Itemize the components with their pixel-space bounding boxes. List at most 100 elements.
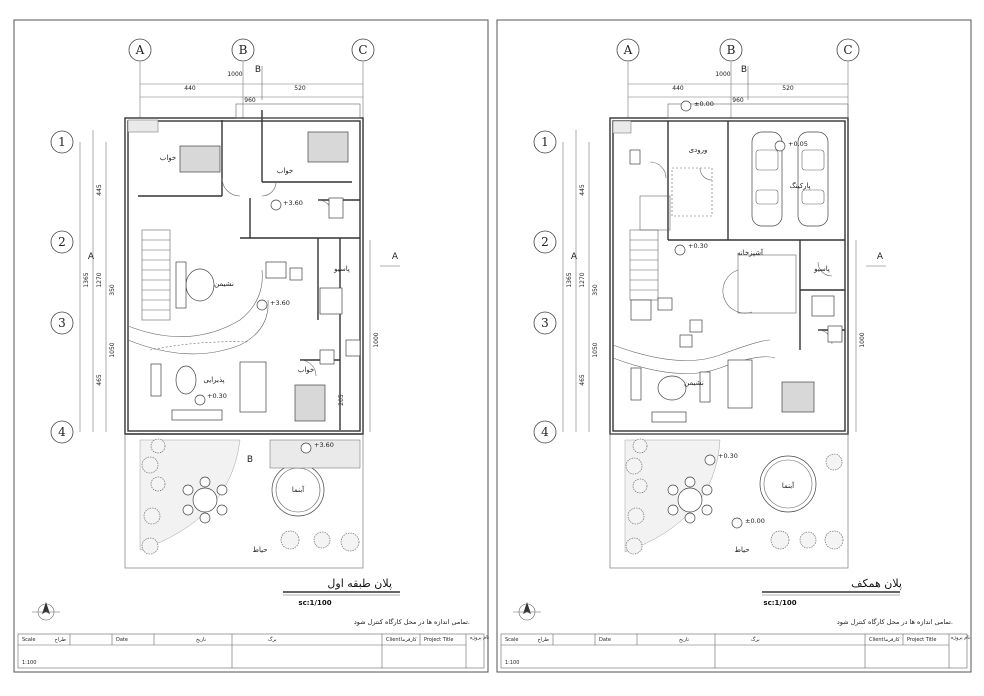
- bed-1: [179, 145, 221, 173]
- grid-columns: A B C: [616, 38, 860, 62]
- plan-title: پلان طبقه اول: [327, 577, 392, 590]
- room-pool: آبنما: [782, 481, 795, 490]
- grid-col-b: B: [239, 43, 248, 57]
- tb-employer: کارفرما: [884, 637, 900, 643]
- level-marks: ±0.00 +0.05 +0.30 +0.30 ±0.00: [674, 100, 808, 529]
- dim-left: 440: [672, 85, 684, 92]
- right-dimensions: 1000 205: [338, 240, 380, 432]
- section-markers: B B A A: [88, 65, 400, 465]
- dim-left: 440: [184, 85, 196, 92]
- level-1: ±0.00: [694, 100, 714, 108]
- building-walls: [609, 103, 849, 569]
- dim-right: 520: [294, 85, 306, 92]
- level-marks: +3.60 +3.60 +0.30 +3.60: [194, 199, 334, 454]
- right-dimensions: 1000: [855, 240, 866, 432]
- grid-row-3: 3: [58, 316, 66, 330]
- section-markers: B A A: [571, 65, 886, 267]
- top-dimensions: 1000 440 520 960: [627, 62, 849, 118]
- grid-row-1: 1: [58, 135, 66, 149]
- section-b-top: B: [741, 65, 747, 75]
- level-2: +3.60: [270, 299, 290, 307]
- room-lobby: پاسیو: [333, 265, 350, 273]
- dim-left-lower: 1050: [109, 342, 116, 357]
- furniture: [150, 131, 361, 422]
- sheet-first-floor: A B C 1 2 3 4 1000 440 520 960: [13, 19, 489, 673]
- room-pool: آبنما: [292, 485, 305, 494]
- drawing-title: پلان همکف sc:1/100 تمامی اندازه ها در مح…: [762, 577, 953, 626]
- grid-col-c: C: [358, 43, 367, 57]
- dim-left-overall: 1365: [566, 272, 573, 287]
- plan-scale: sc:1/100: [763, 599, 796, 607]
- room-kitchen: آشپزخانه: [737, 248, 764, 257]
- level-4: +3.60: [314, 441, 334, 449]
- room-entry: ورودی: [689, 146, 708, 154]
- car-2: [797, 131, 829, 227]
- tb-designer: طراح: [55, 637, 66, 643]
- level-3: +0.30: [207, 392, 227, 400]
- tb-project-fa: نام پروژه: [470, 635, 489, 641]
- dim-left-mid: 350: [109, 284, 116, 296]
- grid-row-2: 2: [58, 235, 66, 249]
- dim-left-overall: 1365: [83, 272, 90, 287]
- top-dimensions: 1000 440 520 960: [139, 62, 364, 118]
- tb-project-fa: نام پروژه: [951, 635, 970, 641]
- left-dimensions: 1365 1270 350 445 465 1050: [562, 130, 599, 432]
- tb-scale-value: 1:100: [22, 660, 36, 666]
- yard: [624, 438, 844, 555]
- grid-col-a: A: [623, 43, 633, 57]
- title-block: Scale طراح Date تاریخ برگ Client کارفرما…: [17, 633, 489, 669]
- grid-rows: 1 2 3 4: [50, 130, 74, 444]
- room-labels: خواب خواب نشیمن پاسیو پذیرایی خواب آبنما…: [160, 154, 350, 554]
- tb-client: Client: [869, 637, 884, 643]
- dim-left-upper: 1270: [96, 272, 103, 287]
- grid-col-c: C: [843, 43, 852, 57]
- grid-rows: 1 2 3 4: [533, 130, 557, 444]
- dining-table: [239, 361, 267, 413]
- dim-inner: 960: [732, 97, 744, 104]
- grid-columns: A B C: [128, 38, 375, 62]
- room-bed3: خواب: [298, 366, 314, 374]
- dim-right: 520: [782, 85, 794, 92]
- plan-note: تمامی اندازه ها در محل کارگاه کنترل شود.: [837, 618, 953, 626]
- tb-date-fa: تاریخ: [196, 637, 207, 643]
- section-b-bottom: B: [247, 455, 253, 465]
- dim-right-a: 1000: [859, 332, 866, 347]
- tb-scale-label: Scale: [505, 637, 518, 643]
- plan-title: پلان همکف: [851, 577, 902, 590]
- level-5: ±0.00: [745, 517, 765, 525]
- plan-note: تمامی اندازه ها در محل کارگاه کنترل شود.: [354, 618, 470, 626]
- level-2: +0.05: [788, 140, 808, 148]
- room-yard: حیاط: [734, 546, 749, 554]
- plan-scale: sc:1/100: [298, 599, 331, 607]
- yard: [139, 438, 361, 555]
- dining-table: [727, 359, 753, 409]
- table-living: [657, 375, 687, 401]
- north-arrow-icon: [513, 602, 541, 621]
- level-3: +0.30: [688, 242, 708, 250]
- bed-3: [294, 384, 326, 422]
- dim-left-d2: 465: [579, 374, 586, 386]
- grid-row-1: 1: [541, 135, 549, 149]
- car-1: [751, 131, 783, 227]
- tb-date-label: Date: [599, 637, 611, 643]
- tb-scale-value: 1:100: [505, 660, 519, 666]
- section-a-left: A: [571, 252, 578, 262]
- dim-left-d2: 465: [96, 374, 103, 386]
- tb-project: Project Title: [424, 637, 453, 643]
- tb-client: Client: [386, 637, 401, 643]
- pool: [759, 455, 817, 513]
- level-1: +3.60: [283, 199, 303, 207]
- dim-left-d1: 445: [96, 184, 103, 196]
- drawing-title: پلان طبقه اول sc:1/100 تمامی اندازه ها د…: [283, 577, 470, 626]
- room-bed1: خواب: [160, 154, 176, 162]
- room-living: نشیمن: [684, 379, 704, 387]
- dim-overall: 1000: [227, 71, 242, 78]
- title-block: Scale طراح Date تاریخ برگ Client کارفرما…: [500, 633, 970, 669]
- table-hall: [175, 365, 197, 395]
- section-a-right: A: [877, 252, 884, 262]
- sheet-ground-floor: A B C 1 2 3 4 1000 440 520 960 1365 1270: [496, 19, 972, 673]
- building-walls: [124, 103, 364, 569]
- tb-page: برگ: [268, 636, 277, 643]
- bed-2: [307, 131, 349, 163]
